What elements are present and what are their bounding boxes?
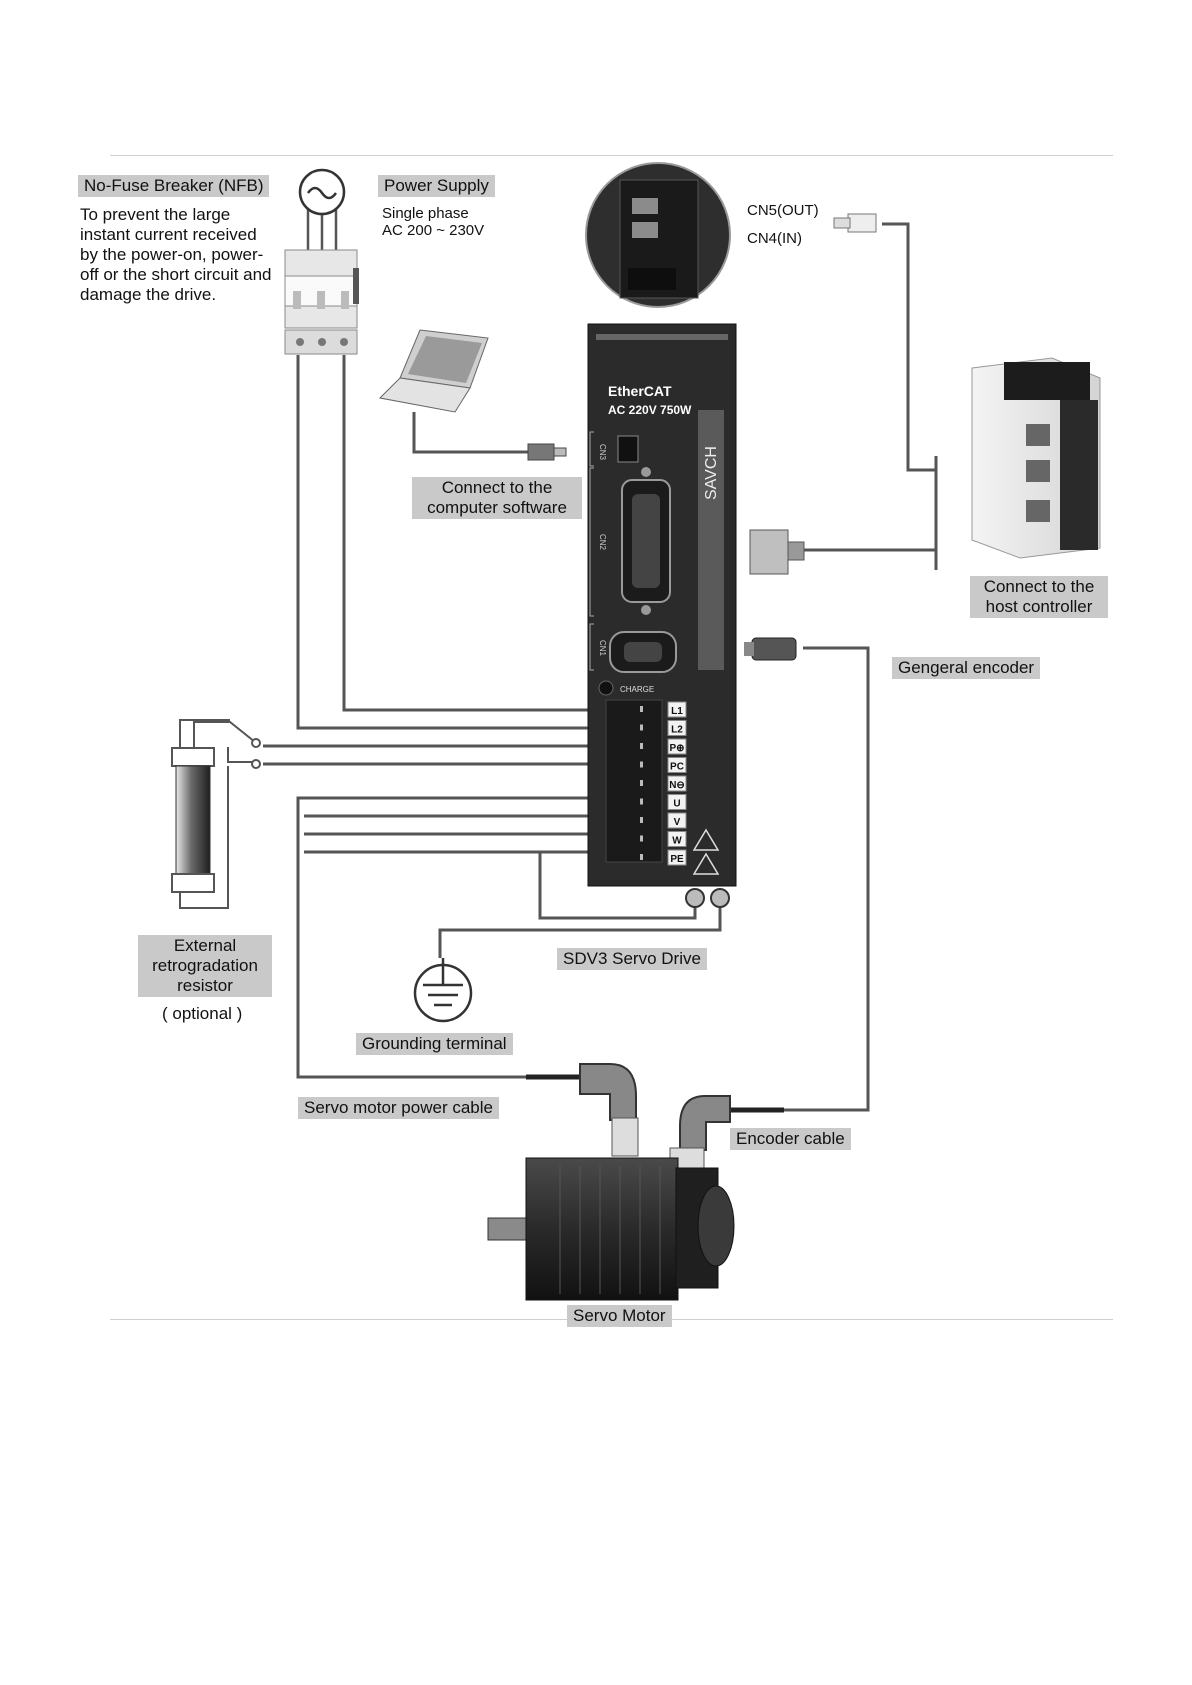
drive-port-cn2: CN2 xyxy=(598,534,607,551)
drive-logo-text: SAVCH xyxy=(703,446,720,500)
terminal-box-0 xyxy=(667,701,687,718)
host-controller-icon xyxy=(971,357,1101,559)
nfb-desc-line-5: damage the drive. xyxy=(80,285,217,304)
computer-software-label: Connect to the computer software xyxy=(412,477,582,519)
servo-motor-label: Servo Motor xyxy=(567,1305,672,1327)
computer-line-2: computer software xyxy=(427,498,567,517)
usb-plug-icon xyxy=(527,443,567,461)
resistor-label: External retrogradation resistor xyxy=(138,935,272,997)
resistor-line-2: retrogradation xyxy=(152,956,258,975)
terminal-label-3: PC xyxy=(670,762,684,773)
terminal-pin-4 xyxy=(640,780,643,786)
computer-line-1: Connect to the xyxy=(441,478,553,497)
resistor-icon xyxy=(171,738,261,893)
host-line-2: host controller xyxy=(985,597,1093,616)
terminal-box-7 xyxy=(667,831,687,847)
power-cable-label: Servo motor power cable xyxy=(298,1097,499,1119)
terminal-box-2 xyxy=(667,738,687,755)
terminal-pin-0 xyxy=(640,706,643,712)
optional-label: ( optional ) xyxy=(162,1004,243,1023)
cn2-plug-icon xyxy=(749,529,805,575)
power-desc-line-2: AC 200 ~ 230V xyxy=(382,222,485,239)
terminal-label-7: W xyxy=(672,836,682,847)
cn4-label: CN4(IN) xyxy=(747,230,802,247)
terminal-pin-5 xyxy=(640,798,643,805)
drive-charge-text: CHARGE xyxy=(620,685,654,694)
terminal-box-3 xyxy=(667,757,687,773)
nfb-desc-line-1: To prevent the large xyxy=(80,205,231,224)
drive-rating-text: AC 220V 750W xyxy=(608,403,692,417)
laptop-icon xyxy=(378,329,489,413)
encoder-cable-label: Encoder cable xyxy=(730,1128,851,1150)
drive-port-cn3: CN3 xyxy=(598,444,607,461)
encoder-plug-icon xyxy=(744,637,797,661)
terminal-pin-6 xyxy=(640,817,643,823)
power-supply-title: Power Supply xyxy=(378,175,495,197)
servo-drive xyxy=(587,323,737,908)
ground-icon xyxy=(413,958,473,1023)
circuit-breaker-icon xyxy=(284,249,359,355)
cn5-label: CN5(OUT) xyxy=(747,202,819,219)
drive-port-cn1: CN1 xyxy=(598,640,607,657)
nfb-desc-line-2: instant current received xyxy=(80,225,257,244)
nfb-desc-line-4: off or the short circuit and xyxy=(80,265,272,284)
rj45-plug-icon xyxy=(833,213,877,233)
ethernet-port-closeup xyxy=(585,162,731,308)
terminal-pin-7 xyxy=(640,835,643,842)
terminal-box-1 xyxy=(667,720,687,736)
terminal-pin-8 xyxy=(640,854,643,860)
terminal-label-6: V xyxy=(674,817,681,828)
resistor-line-1: External xyxy=(173,936,237,955)
terminal-pin-2 xyxy=(640,743,643,749)
host-line-1: Connect to the xyxy=(983,577,1095,596)
nfb-title: No-Fuse Breaker (NFB) xyxy=(78,175,270,197)
power-supply-icon xyxy=(298,168,346,216)
resistor-line-3: resistor xyxy=(177,976,233,995)
terminal-box-4 xyxy=(667,775,687,792)
terminal-box-6 xyxy=(667,812,687,829)
power-desc-line-1: Single phase xyxy=(382,205,469,222)
general-encoder-label: Gengeral encoder xyxy=(892,657,1041,679)
top-rule xyxy=(110,155,1113,156)
servo-motor-icon xyxy=(487,1157,735,1301)
terminal-label-1: L2 xyxy=(671,725,683,736)
servo-drive-label: SDV3 Servo Drive xyxy=(557,948,707,970)
terminal-box-5 xyxy=(667,794,687,810)
terminal-label-8: PE xyxy=(670,854,684,865)
terminal-label-5: U xyxy=(673,799,680,810)
terminal-label-0: L1 xyxy=(671,706,683,717)
terminal-label-4: N⊖ xyxy=(669,780,685,791)
wires xyxy=(179,206,938,1112)
terminal-pin-3 xyxy=(640,761,643,768)
drive-brand-text: EtherCAT xyxy=(608,383,672,399)
host-controller-label: Connect to the host controller xyxy=(970,576,1108,618)
nfb-desc-line-3: by the power-on, power- xyxy=(80,245,264,264)
terminal-label-2: P⊕ xyxy=(669,743,684,754)
terminal-box-8 xyxy=(667,849,687,866)
terminal-pin-1 xyxy=(640,724,643,731)
power-supply-description: Single phase AC 200 ~ 230V xyxy=(382,205,484,239)
motor-cable-connectors xyxy=(526,1063,784,1173)
nfb-description: To prevent the large instant current rec… xyxy=(80,205,272,305)
grounding-terminal-label: Grounding terminal xyxy=(356,1033,513,1055)
